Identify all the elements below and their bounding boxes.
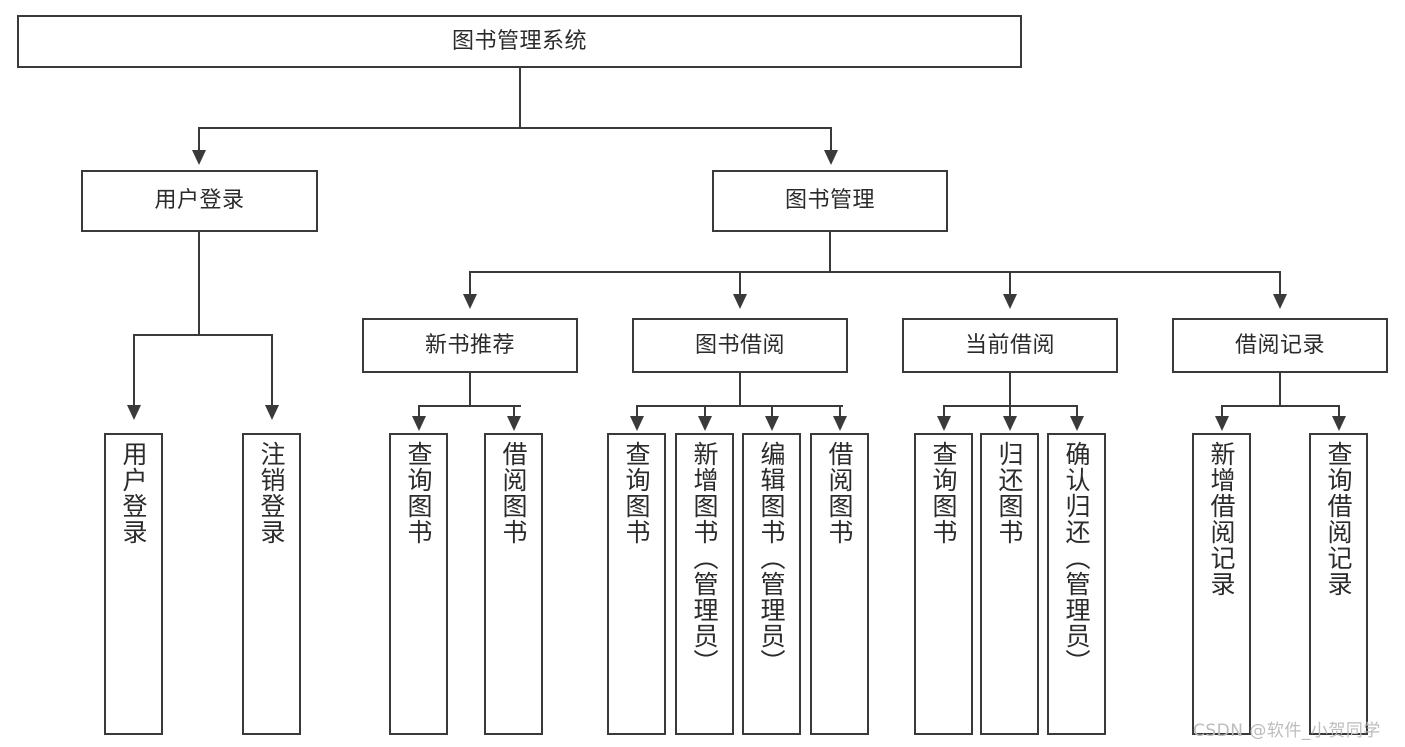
node-leaf-return-book[interactable]: 归还图书 bbox=[980, 433, 1039, 735]
edge-bb-drop-4 bbox=[839, 405, 841, 418]
edge-root-bus bbox=[198, 127, 832, 129]
node-new-book-recommend[interactable]: 新书推荐 bbox=[362, 318, 578, 373]
arrowhead-leaf-add-book bbox=[698, 416, 712, 431]
arrowhead-leaf-borrow-book-2 bbox=[833, 416, 847, 431]
node-leaf-add-book-label: 新增图书（管理员） bbox=[690, 441, 719, 675]
edge-bm-drop-2 bbox=[739, 271, 741, 296]
node-user-login-label: 用户登录 bbox=[154, 188, 245, 214]
arrowhead-leaf-confirm-return bbox=[1070, 416, 1084, 431]
node-new-book-recommend-label: 新书推荐 bbox=[424, 332, 515, 358]
edge-br-drop-2 bbox=[1338, 405, 1340, 418]
node-leaf-query-book-1[interactable]: 查询图书 bbox=[389, 433, 448, 735]
node-leaf-query-book-1-label: 查询图书 bbox=[404, 441, 433, 545]
edge-br-drop-1 bbox=[1221, 405, 1223, 418]
arrowhead-to-book-management bbox=[824, 150, 838, 165]
node-current-borrow[interactable]: 当前借阅 bbox=[902, 318, 1118, 373]
edge-nbr-bus bbox=[418, 405, 521, 407]
edge-root-drop-right bbox=[830, 127, 832, 152]
edge-cb-drop-3 bbox=[1076, 405, 1078, 418]
edge-user-login-stem bbox=[198, 232, 200, 335]
edge-nbr-stem bbox=[469, 373, 471, 406]
edge-cb-drop-1 bbox=[943, 405, 945, 418]
node-leaf-query-book-2-label: 查询图书 bbox=[622, 441, 651, 545]
node-leaf-add-borrow-record-label: 新增借阅记录 bbox=[1207, 441, 1236, 597]
edge-nbr-drop-2 bbox=[513, 405, 515, 418]
node-leaf-query-book-2[interactable]: 查询图书 bbox=[607, 433, 666, 735]
node-borrow-record[interactable]: 借阅记录 bbox=[1172, 318, 1388, 373]
edge-user-login-drop-1 bbox=[133, 334, 135, 407]
edge-bm-drop-1 bbox=[469, 271, 471, 296]
arrowhead-leaf-borrow-book-1 bbox=[507, 416, 521, 431]
node-leaf-add-book[interactable]: 新增图书（管理员） bbox=[675, 433, 734, 735]
node-leaf-edit-book-label: 编辑图书（管理员） bbox=[757, 441, 786, 675]
arrowhead-leaf-add-borrow-record bbox=[1215, 416, 1229, 431]
node-leaf-logout-login[interactable]: 注销登录 bbox=[242, 433, 301, 735]
edge-book-management-bus bbox=[469, 271, 1281, 273]
arrowhead-book-borrow bbox=[733, 294, 747, 309]
edge-root-stem bbox=[519, 68, 521, 128]
node-book-management-label: 图书管理 bbox=[784, 188, 875, 214]
edge-book-management-stem bbox=[829, 232, 831, 273]
edge-bb-stem bbox=[739, 373, 741, 406]
edge-bb-drop-1 bbox=[636, 405, 638, 418]
edge-cb-drop-2 bbox=[1009, 405, 1011, 418]
node-leaf-query-borrow-record-label: 查询借阅记录 bbox=[1324, 441, 1353, 597]
arrowhead-leaf-query-book-1 bbox=[412, 416, 426, 431]
node-user-login[interactable]: 用户登录 bbox=[81, 170, 318, 232]
node-leaf-confirm-return-label: 确认归还（管理员） bbox=[1062, 441, 1091, 675]
edge-bb-bus bbox=[636, 405, 843, 407]
arrowhead-leaf-query-borrow-record bbox=[1332, 416, 1346, 431]
node-leaf-add-borrow-record[interactable]: 新增借阅记录 bbox=[1192, 433, 1251, 735]
arrowhead-leaf-logout-login bbox=[265, 405, 279, 420]
node-leaf-borrow-book-2-label: 借阅图书 bbox=[825, 441, 854, 545]
arrowhead-current-borrow bbox=[1003, 294, 1017, 309]
node-leaf-logout-login-label: 注销登录 bbox=[257, 441, 286, 545]
edge-bb-drop-3 bbox=[771, 405, 773, 418]
node-book-borrow[interactable]: 图书借阅 bbox=[632, 318, 848, 373]
arrowhead-leaf-return-book bbox=[1003, 416, 1017, 431]
node-leaf-user-login[interactable]: 用户登录 bbox=[104, 433, 163, 735]
node-root-label: 图书管理系统 bbox=[451, 28, 587, 54]
arrowhead-borrow-record bbox=[1273, 294, 1287, 309]
csdn-watermark: CSDN @软件_小贺同学 bbox=[1193, 721, 1381, 741]
edge-br-bus bbox=[1221, 405, 1339, 407]
edge-cb-stem bbox=[1009, 373, 1011, 406]
edge-user-login-drop-2 bbox=[271, 334, 273, 407]
node-leaf-return-book-label: 归还图书 bbox=[995, 441, 1024, 545]
arrowhead-leaf-edit-book bbox=[765, 416, 779, 431]
edge-user-login-bus bbox=[133, 334, 272, 336]
node-current-borrow-label: 当前借阅 bbox=[964, 332, 1055, 358]
edge-root-drop-left bbox=[198, 127, 200, 152]
arrowhead-leaf-query-book-2 bbox=[630, 416, 644, 431]
node-borrow-record-label: 借阅记录 bbox=[1234, 332, 1325, 358]
arrowhead-to-user-login bbox=[192, 150, 206, 165]
edge-bm-drop-4 bbox=[1279, 271, 1281, 296]
node-leaf-user-login-label: 用户登录 bbox=[119, 441, 148, 545]
node-leaf-confirm-return[interactable]: 确认归还（管理员） bbox=[1047, 433, 1106, 735]
node-leaf-query-borrow-record[interactable]: 查询借阅记录 bbox=[1309, 433, 1368, 735]
node-leaf-query-book-3-label: 查询图书 bbox=[929, 441, 958, 545]
node-leaf-borrow-book-1-label: 借阅图书 bbox=[499, 441, 528, 545]
edge-br-stem bbox=[1279, 373, 1281, 406]
edge-nbr-drop-1 bbox=[418, 405, 420, 418]
node-leaf-query-book-3[interactable]: 查询图书 bbox=[914, 433, 973, 735]
edge-bb-drop-2 bbox=[704, 405, 706, 418]
node-leaf-edit-book[interactable]: 编辑图书（管理员） bbox=[742, 433, 801, 735]
node-leaf-borrow-book-1[interactable]: 借阅图书 bbox=[484, 433, 543, 735]
arrowhead-new-book-recommend bbox=[463, 294, 477, 309]
node-root[interactable]: 图书管理系统 bbox=[17, 15, 1022, 68]
node-book-borrow-label: 图书借阅 bbox=[694, 332, 785, 358]
arrowhead-leaf-user-login bbox=[127, 405, 141, 420]
node-book-management[interactable]: 图书管理 bbox=[712, 170, 948, 232]
arrowhead-leaf-query-book-3 bbox=[937, 416, 951, 431]
edge-bm-drop-3 bbox=[1009, 271, 1011, 296]
node-leaf-borrow-book-2[interactable]: 借阅图书 bbox=[810, 433, 869, 735]
